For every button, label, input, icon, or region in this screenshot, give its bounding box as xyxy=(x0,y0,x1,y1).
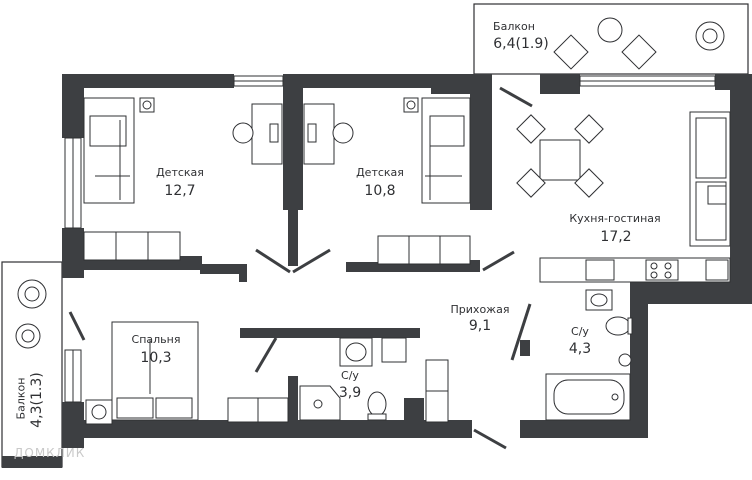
bed-icon xyxy=(83,97,135,204)
balcony-top-name: Балкон xyxy=(493,20,535,33)
balcony-top-outline xyxy=(473,3,749,75)
bed-icon xyxy=(421,97,471,204)
washing-machine-icon xyxy=(85,399,113,425)
desk-chair-icon xyxy=(303,103,354,165)
balcony-left-name: Балкон xyxy=(14,377,28,420)
bath-right-name: С/у xyxy=(571,325,589,338)
bath-mid-name: С/у xyxy=(341,369,359,382)
bath-mid-area: 3,9 xyxy=(338,385,362,401)
kitchen-stove-icon xyxy=(539,257,731,283)
doors xyxy=(68,86,533,450)
kitchen-name: Кухня-гостиная xyxy=(569,212,661,225)
bedroom-name: Спальня xyxy=(131,333,181,346)
bed-icon xyxy=(111,321,199,421)
windows xyxy=(64,75,716,403)
desk-chair-icon xyxy=(232,103,283,165)
kids1-area: 12,7 xyxy=(164,183,196,199)
balcony-left-area: 4,3(1.3) xyxy=(29,372,45,428)
bedroom-area: 10,3 xyxy=(140,350,172,366)
shower-icon xyxy=(299,385,341,421)
kids2-area: 10,8 xyxy=(364,183,396,199)
dining-table-icon xyxy=(516,34,657,198)
plant-icon xyxy=(15,17,725,349)
radiator-icon xyxy=(139,97,419,113)
balcony-top-area: 6,4(1.9) xyxy=(493,36,549,52)
bath-right-area: 4,3 xyxy=(568,341,592,357)
bathtub-icon xyxy=(545,373,631,421)
kids1-name: Детская xyxy=(156,166,204,179)
toilet-icon xyxy=(367,316,633,421)
walls xyxy=(62,74,752,448)
sink-icon xyxy=(339,289,613,367)
hall-area: 9,1 xyxy=(468,318,492,334)
sofa-icon xyxy=(689,111,731,247)
kids2-name: Детская xyxy=(356,166,404,179)
balcony-left-bottom-wall xyxy=(2,456,62,468)
kitchen-area: 17,2 xyxy=(600,229,632,245)
hall-name: Прихожая xyxy=(450,303,510,316)
wardrobe-icon xyxy=(83,231,471,423)
watermark: ДОМКЛИК xyxy=(14,446,86,460)
